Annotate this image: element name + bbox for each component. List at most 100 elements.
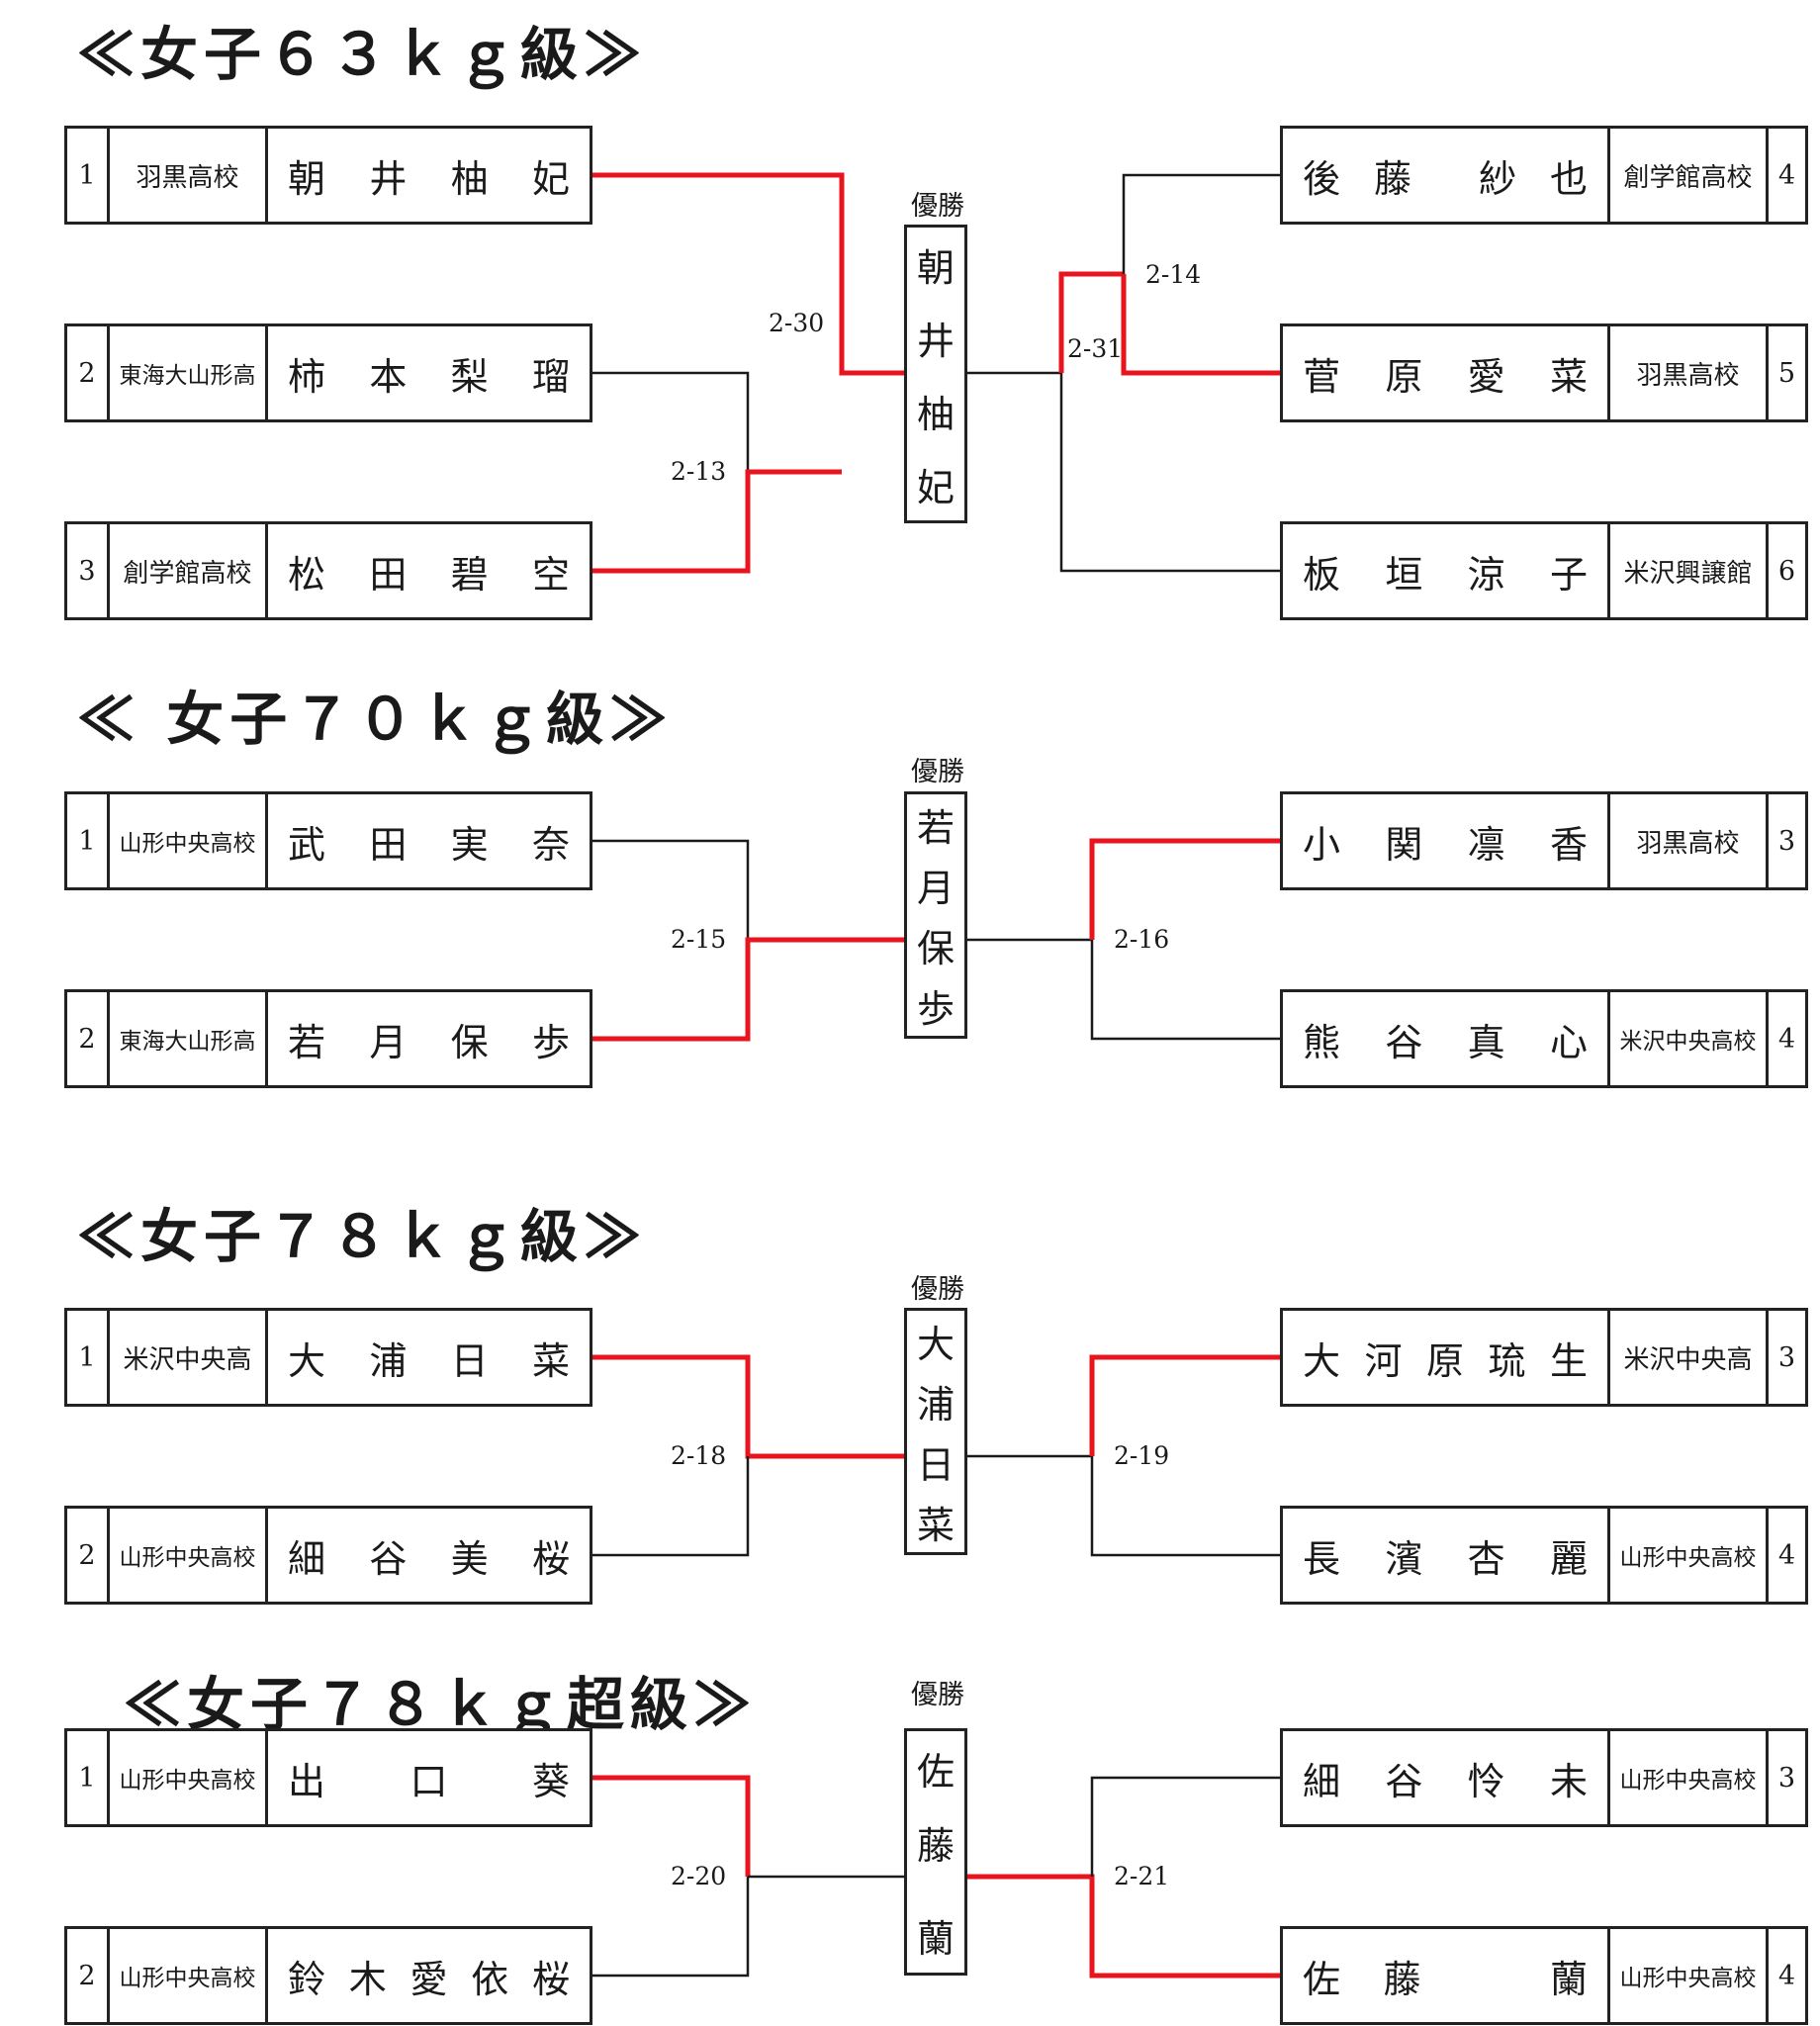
match-score: 2-20 [671, 1862, 727, 1890]
seed-number: 2 [78, 1960, 96, 1991]
winner-line [592, 1354, 904, 1459]
entry-70kg-2: 2 東海大山形高 若月保歩 [64, 989, 592, 1088]
seed-number: 2 [78, 1539, 96, 1571]
bracket-line [1090, 1776, 1280, 1877]
seed-number: 2 [78, 1023, 96, 1055]
seed-number: 5 [1766, 326, 1805, 419]
champion-label: 優勝 [911, 757, 964, 787]
seed-number: 1 [78, 1341, 96, 1373]
bracket-line [592, 371, 750, 472]
athlete-name: 後藤紗也 [1303, 156, 1588, 201]
entry-78kg-2: 2 山形中央高校 細谷美桜 [64, 1506, 592, 1605]
athlete-name: 出口葵 [265, 1731, 590, 1824]
winner-line [592, 469, 842, 574]
bracket-line [1090, 1456, 1280, 1557]
match-score: 2-14 [1145, 260, 1202, 289]
entry-70kg-1: 1 山形中央高校 武田実奈 [64, 791, 592, 890]
athlete-name: 松田碧空 [265, 524, 590, 617]
section-title-63kg: ≪女子６３ｋｇ級≫ [77, 21, 648, 88]
winner-line [1058, 271, 1124, 373]
entry-63kg-6: 板垣涼子 米沢興譲館 6 [1280, 521, 1808, 620]
entry-78kg-over-1: 1 山形中央高校 出口葵 [64, 1728, 592, 1827]
athlete-name: 細谷美桜 [265, 1509, 590, 1602]
champion-label: 優勝 [911, 191, 964, 222]
entry-78kg-over-4: 佐藤蘭 山形中央高校 4 [1280, 1926, 1808, 2025]
bracket-line [592, 839, 750, 940]
winner-line [1089, 1354, 1280, 1456]
seed-number: 4 [1766, 1929, 1805, 2022]
entry-78kg-1: 1 米沢中央高 大浦日菜 [64, 1308, 592, 1407]
entry-78kg-over-3: 細谷怜未 山形中央高校 3 [1280, 1728, 1808, 1827]
seed-number: 3 [1766, 1731, 1805, 1824]
section-title-78kg: ≪女子７８ｋｇ級≫ [77, 1203, 648, 1270]
seed-number: 3 [1766, 1311, 1805, 1404]
athlete-name: 鈴木愛依桜 [265, 1929, 590, 2022]
entry-63kg-4: 後藤紗也 創学館高校 4 [1280, 126, 1808, 225]
winner-line [967, 1874, 1280, 1979]
match-score: 2-18 [671, 1441, 727, 1470]
seed-number: 1 [78, 1762, 96, 1794]
entry-78kg-3: 大河原琉生 米沢中央高 3 [1280, 1308, 1808, 1407]
champion-box-70kg: 若月保歩 [904, 791, 967, 1039]
school-name: 羽黒高校 [1607, 794, 1766, 887]
section-title-70kg: ≪ 女子７０ｋｇ級≫ [77, 686, 674, 753]
match-score: 2-13 [671, 457, 727, 486]
school-name: 山形中央高校 [107, 1929, 265, 2022]
school-name: 米沢興譲館 [1607, 524, 1766, 617]
match-score: 2-16 [1114, 925, 1170, 954]
entry-63kg-2: 2 東海大山形高 柿本梨瑠 [64, 323, 592, 422]
seed-number: 4 [1766, 129, 1805, 222]
school-name: 羽黒高校 [1607, 326, 1766, 419]
school-name: 米沢中央高 [1607, 1311, 1766, 1404]
seed-number: 6 [1766, 524, 1805, 617]
entry-63kg-3: 3 創学館高校 松田碧空 [64, 521, 592, 620]
winner-line [592, 172, 904, 376]
champion-label: 優勝 [911, 1274, 964, 1305]
school-name: 米沢中央高校 [1607, 992, 1766, 1085]
school-name: 山形中央高校 [107, 794, 265, 887]
school-name: 米沢中央高 [107, 1311, 265, 1404]
school-name: 羽黒高校 [107, 129, 265, 222]
entry-63kg-1: 1 羽黒高校 朝井柚妃 [64, 126, 592, 225]
bracket-line [1059, 274, 1280, 573]
entry-78kg-4: 長濱杏麗 山形中央高校 4 [1280, 1506, 1808, 1605]
entry-78kg-over-2: 2 山形中央高校 鈴木愛依桜 [64, 1926, 592, 2025]
athlete-name: 長濱杏麗 [1303, 1536, 1588, 1581]
school-name: 山形中央高校 [107, 1731, 265, 1824]
match-score: 2-19 [1114, 1441, 1170, 1470]
champion-box-78kg: 大浦日菜 [904, 1308, 967, 1555]
winner-line [592, 937, 904, 1042]
school-name: 創学館高校 [107, 524, 265, 617]
athlete-name: 板垣涼子 [1303, 552, 1588, 597]
champion-box-78kg-over: 佐藤蘭 [904, 1728, 967, 1976]
bracket-line [1090, 940, 1280, 1041]
seed-number: 3 [78, 555, 96, 587]
champion-box-63kg: 朝井柚妃 [904, 225, 967, 523]
match-score: 2-30 [769, 309, 825, 337]
match-score: 2-15 [671, 925, 727, 954]
athlete-name: 小関凛香 [1303, 822, 1588, 867]
athlete-name: 朝井柚妃 [265, 129, 590, 222]
seed-number: 1 [78, 825, 96, 857]
school-name: 山形中央高校 [1607, 1731, 1766, 1824]
seed-number: 4 [1766, 992, 1805, 1085]
winner-line [1121, 274, 1280, 376]
entry-70kg-3: 小関凛香 羽黒高校 3 [1280, 791, 1808, 890]
seed-number: 1 [78, 159, 96, 191]
winner-line [592, 1775, 751, 1877]
athlete-name: 武田実奈 [265, 794, 590, 887]
athlete-name: 大河原琉生 [1303, 1338, 1588, 1383]
match-score: 2-21 [1114, 1862, 1170, 1890]
athlete-name: 佐藤蘭 [1303, 1957, 1588, 2001]
athlete-name: 菅原愛菜 [1303, 354, 1588, 399]
athlete-name: 細谷怜未 [1303, 1759, 1588, 1803]
school-name: 東海大山形高 [107, 326, 265, 419]
seed-number: 2 [78, 357, 96, 389]
match-score: 2-31 [1067, 334, 1124, 363]
entry-70kg-4: 熊谷真心 米沢中央高校 4 [1280, 989, 1808, 1088]
school-name: 創学館高校 [1607, 129, 1766, 222]
section-title-78kg-over: ≪女子７８ｋｇ超級≫ [124, 1671, 758, 1738]
champion-label: 優勝 [911, 1680, 964, 1710]
bracket-line [1122, 173, 1280, 274]
